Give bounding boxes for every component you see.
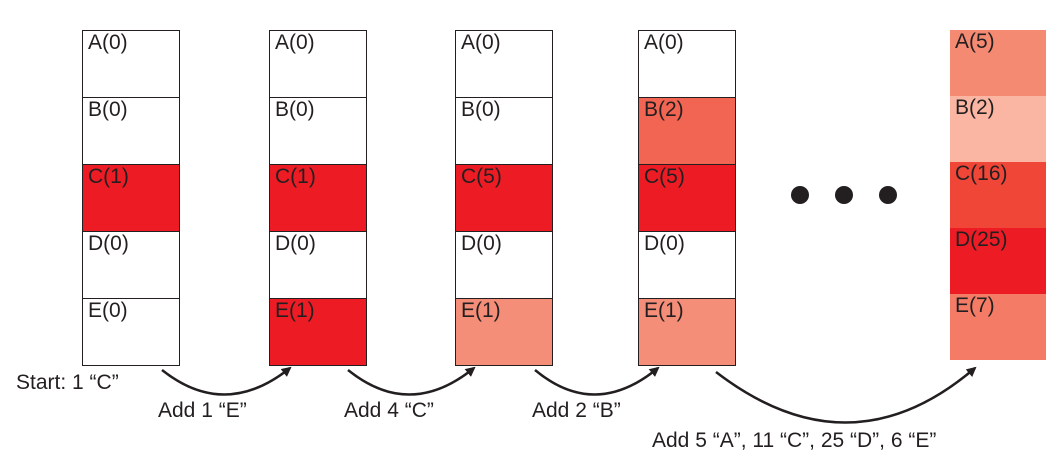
cell-a: A(5) <box>950 30 1046 96</box>
cell-d: D(0) <box>639 232 735 299</box>
cell-d: D(25) <box>950 228 1046 294</box>
cell-a: A(0) <box>270 31 366 98</box>
ellipsis-dot <box>791 186 809 204</box>
cell-c: C(5) <box>639 165 735 232</box>
count-column-step-2: A(0) B(0) C(5) D(0) E(1) <box>455 30 553 366</box>
cell-c: C(1) <box>83 165 179 232</box>
count-column-final: A(5) B(2) C(16) D(25) E(7) <box>950 30 1046 360</box>
cell-b: B(0) <box>456 98 552 165</box>
count-column-step-1: A(0) B(0) C(1) D(0) E(1) <box>269 30 367 366</box>
count-column-step-3: A(0) B(2) C(5) D(0) E(1) <box>638 30 736 366</box>
arrow-step-3-to-final <box>715 366 977 424</box>
cell-d: D(0) <box>270 232 366 299</box>
cell-e: E(1) <box>270 299 366 366</box>
cell-c: C(1) <box>270 165 366 232</box>
arrow-step-2-to-step-3 <box>534 366 660 396</box>
cell-b: B(0) <box>270 98 366 165</box>
cell-a: A(0) <box>83 31 179 98</box>
cell-b: B(2) <box>950 96 1046 162</box>
caption-step-2: Add 4 “C” <box>344 399 434 422</box>
cell-c: C(5) <box>456 165 552 232</box>
cell-a: A(0) <box>639 31 735 98</box>
cell-e: E(1) <box>456 299 552 366</box>
arrow-step-1-to-step-2 <box>347 366 476 396</box>
count-column-start: A(0) B(0) C(1) D(0) E(0) <box>82 30 180 366</box>
cell-d: D(0) <box>83 232 179 299</box>
cell-b: B(0) <box>83 98 179 165</box>
cell-c: C(16) <box>950 162 1046 228</box>
ellipsis-dot <box>835 186 853 204</box>
cell-e: E(7) <box>950 294 1046 360</box>
arrow-start-to-step-1 <box>161 366 292 396</box>
caption-start: Start: 1 “C” <box>16 371 119 394</box>
caption-final: Add 5 “A”, 11 “C”, 25 “D”, 6 “E” <box>652 429 937 452</box>
cell-a: A(0) <box>456 31 552 98</box>
cell-d: D(0) <box>456 232 552 299</box>
caption-step-3: Add 2 “B” <box>532 399 621 422</box>
ellipsis-dot <box>879 186 897 204</box>
cell-b: B(2) <box>639 98 735 165</box>
cell-e: E(1) <box>639 299 735 366</box>
cell-e: E(0) <box>83 299 179 366</box>
caption-step-1: Add 1 “E” <box>158 399 247 422</box>
